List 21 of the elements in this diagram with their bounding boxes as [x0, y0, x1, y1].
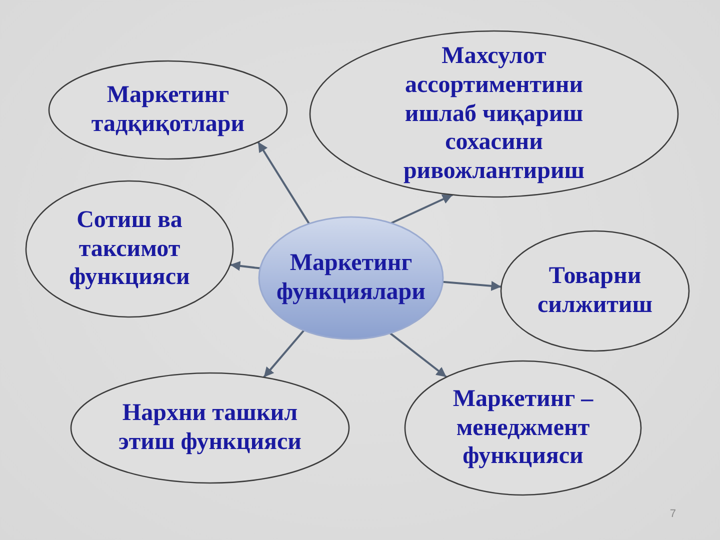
arrow	[263, 330, 305, 378]
arrow	[257, 141, 310, 224]
arrow	[389, 332, 448, 378]
node-text: Маркетинг тадқиқотлари	[90, 81, 246, 139]
node-text: Махсулот ассортиментини ишлаб чиқариш сохасини ривожлантириш	[402, 42, 586, 186]
node-text: Маркетинг – менеджмент функцияси	[452, 384, 594, 472]
arrow	[230, 261, 260, 271]
oval-node	[500, 230, 690, 352]
oval-node	[309, 30, 679, 198]
oval-node	[70, 372, 350, 484]
page-number: 7	[670, 508, 676, 520]
central-oval-node	[258, 216, 444, 340]
arrow	[390, 194, 453, 224]
oval-node	[25, 180, 234, 318]
node-text: Сотиш ва таксимот функцияси	[68, 206, 191, 292]
node-text: Нархни ташкил этиш функцияси	[117, 399, 303, 457]
oval-node	[48, 60, 288, 160]
node-text: Товарни силжитиш	[536, 262, 654, 320]
node-text: Маркетинг функциялари	[276, 249, 426, 307]
oval-node	[404, 360, 642, 496]
arrow	[442, 280, 502, 291]
